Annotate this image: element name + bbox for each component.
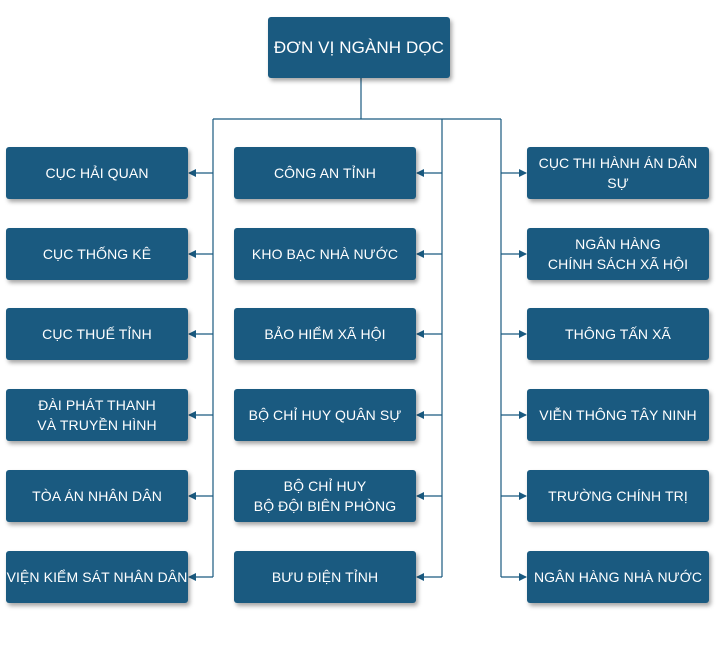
left-box-4-line-1: ĐÀI PHÁT THANH (38, 397, 156, 413)
right-box-5: TRƯỜNG CHÍNH TRỊ (527, 470, 709, 522)
right-box-3-line-1: THÔNG TẤN XÃ (565, 326, 671, 342)
center-box-6-line-1: BƯU ĐIỆN TỈNH (271, 569, 379, 585)
center-box-5-line-1: BỘ CHỈ HUY (283, 478, 367, 494)
right-box-3: THÔNG TẤN XÃ (527, 308, 709, 360)
right-box-1: CỤC THI HÀNH ÁN DÂN SỰ (527, 147, 709, 199)
left-box-3: CỤC THUẾ TỈNH (6, 308, 188, 360)
right-box-4-line-1: VIỄN THÔNG TÂY NINH (539, 407, 697, 423)
center-box-4: BỘ CHỈ HUY QUÂN SỰ (234, 389, 416, 441)
right-box-2-line-1: NGÂN HÀNG (575, 236, 661, 252)
left-box-6-line-1: VIỆN KIỂM SÁT NHÂN DÂN (6, 569, 188, 585)
right-box-2: NGÂN HÀNG CHÍNH SÁCH XÃ HỘI (527, 228, 709, 280)
right-box-5-line-1: TRƯỜNG CHÍNH TRỊ (548, 488, 688, 504)
center-box-2-line-1: KHO BẠC NHÀ NƯỚC (251, 246, 399, 262)
center-box-6: BƯU ĐIỆN TỈNH (234, 551, 416, 603)
center-box-5-line-2: BỘ ĐỘI BIÊN PHÒNG (253, 498, 397, 514)
right-box-6-line-1: NGÂN HÀNG NHÀ NƯỚC (533, 569, 703, 585)
right-box-6: NGÂN HÀNG NHÀ NƯỚC (527, 551, 709, 603)
center-box-4-line-1: BỘ CHỈ HUY QUÂN SỰ (248, 407, 402, 423)
left-box-4-line-2: VÀ TRUYỀN HÌNH (37, 417, 157, 433)
left-box-1-line-1: CỤC HẢI QUAN (45, 165, 149, 181)
left-box-4: ĐÀI PHÁT THANH VÀ TRUYỀN HÌNH (6, 389, 188, 441)
left-box-5-line-1: TÒA ÁN NHÂN DÂN (32, 488, 162, 504)
left-box-2: CỤC THỐNG KÊ (6, 228, 188, 280)
left-box-3-line-1: CỤC THUẾ TỈNH (42, 326, 152, 342)
center-box-2: KHO BẠC NHÀ NƯỚC (234, 228, 416, 280)
center-box-5: BỘ CHỈ HUY BỘ ĐỘI BIÊN PHÒNG (234, 470, 416, 522)
right-box-4: VIỄN THÔNG TÂY NINH (527, 389, 709, 441)
root-label: ĐƠN VỊ NGÀNH DỌC (273, 37, 445, 57)
center-box-3-line-1: BẢO HIỂM XÃ HỘI (264, 326, 386, 342)
center-box-3: BẢO HIỂM XÃ HỘI (234, 308, 416, 360)
right-box-1-line-1: CỤC THI HÀNH ÁN DÂN SỰ (538, 155, 698, 191)
right-box-2-line-2: CHÍNH SÁCH XÃ HỘI (547, 256, 689, 272)
center-box-1-line-1: CÔNG AN TỈNH (273, 165, 377, 181)
root-box: ĐƠN VỊ NGÀNH DỌC (268, 17, 450, 78)
center-box-1: CÔNG AN TỈNH (234, 147, 416, 199)
left-box-6: VIỆN KIỂM SÁT NHÂN DÂN (6, 551, 188, 603)
left-box-5: TÒA ÁN NHÂN DÂN (6, 470, 188, 522)
left-box-2-line-1: CỤC THỐNG KÊ (42, 246, 152, 262)
left-box-1: CỤC HẢI QUAN (6, 147, 188, 199)
